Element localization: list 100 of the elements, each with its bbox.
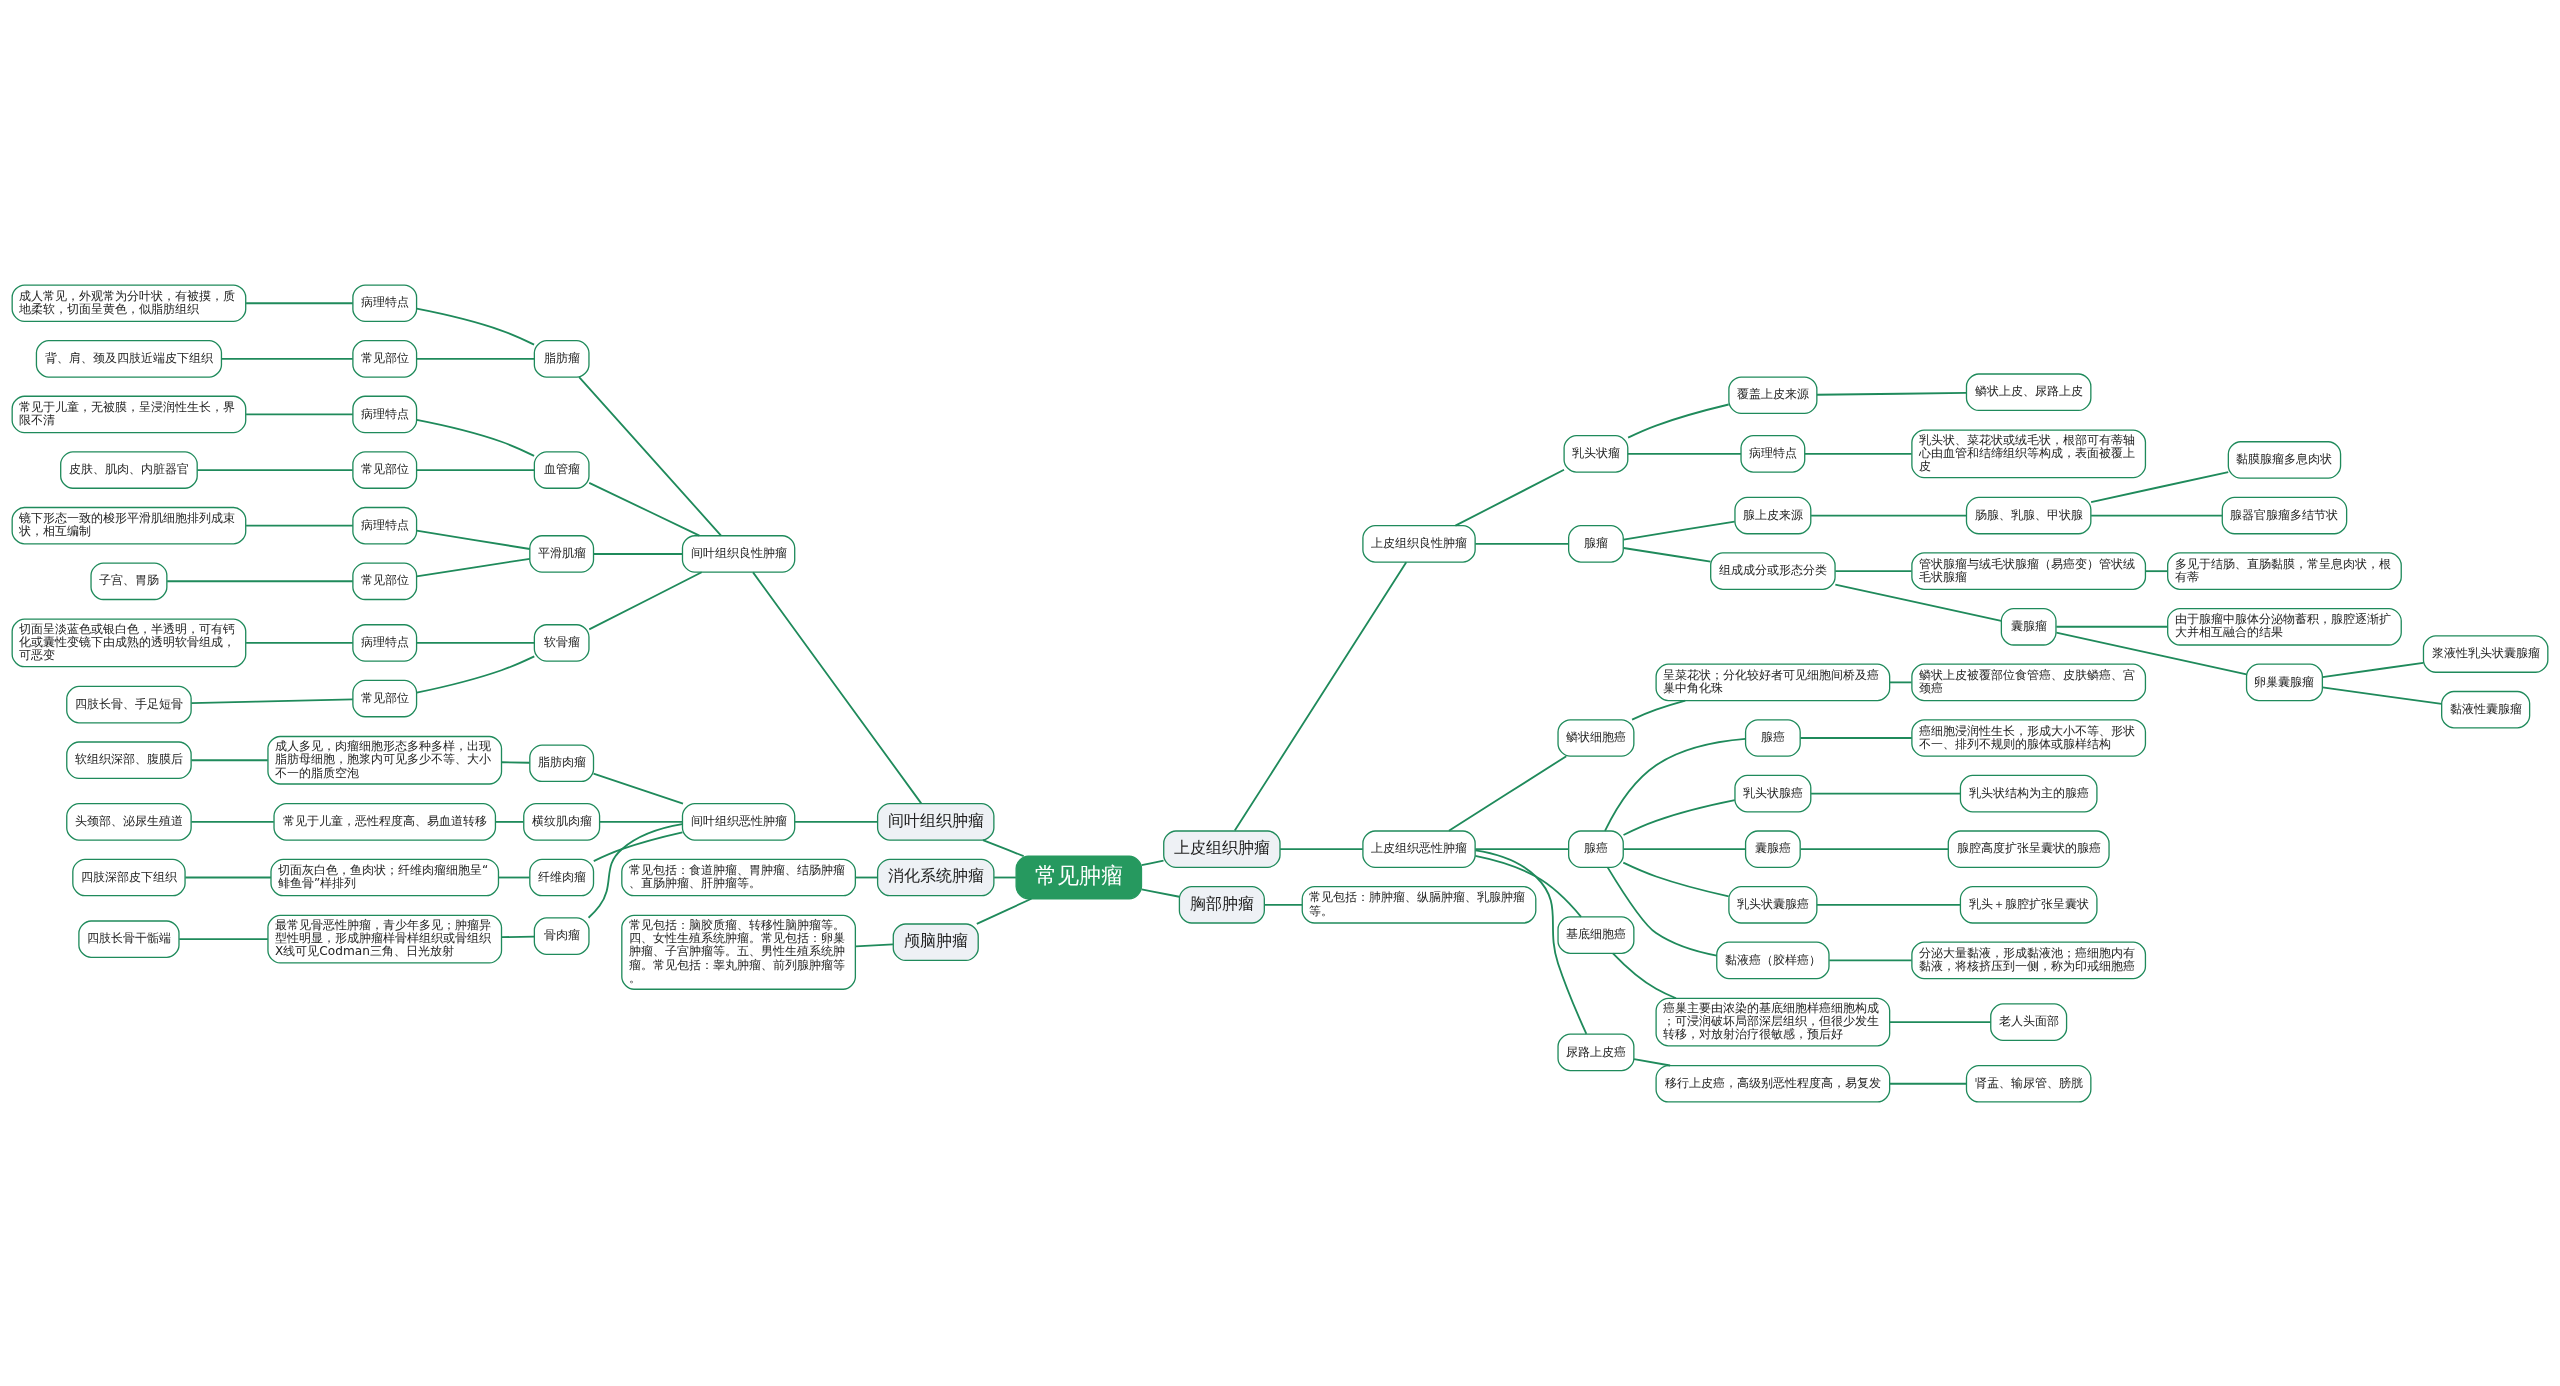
node-box: 纤维肉瘤 <box>529 858 595 896</box>
connector <box>190 697 354 704</box>
connector <box>793 820 879 823</box>
node-box: 间叶组织肿瘤 <box>876 802 995 841</box>
node-box: 间叶组织恶性肿瘤 <box>681 802 796 841</box>
connector <box>1810 792 1962 794</box>
connector <box>1140 888 1181 898</box>
node-box: 分泌大量黏液，形成黏液池；癌细胞内有黏液，将核挤压到一侧，称为印戒细胞癌 <box>1911 941 2147 979</box>
connector <box>497 876 531 878</box>
node-box: 常见于儿童，无被膜，呈浸润性生长，界限不清 <box>11 395 247 433</box>
node-box: 腺瘤 <box>1568 524 1624 563</box>
connector <box>1889 680 1913 683</box>
node-box: 管状腺瘤与绒毛状腺瘤（易癌变）管状绒毛状腺瘤 <box>1911 551 2147 590</box>
connector <box>578 375 722 536</box>
connector <box>1448 754 1568 832</box>
node-box: 镜下形态一致的梭形平滑肌细胞排列成束状，相互编制 <box>11 506 247 545</box>
node-box: 切面呈淡蓝色或银白色，半透明，可有钙化或囊性变镜下由成熟的透明软骨组成，可恶变 <box>11 618 247 667</box>
connector <box>1828 959 1913 961</box>
node-box: 成人多见，肉瘤细胞形态多种多样，出现脂肪母细胞，胞浆内可见多少不等、大小不一的脂质空泡 <box>267 735 503 785</box>
node-box: 乳头状瘤 <box>1563 434 1629 473</box>
connector <box>190 758 269 761</box>
node-box: 移行上皮癌，高级别恶性程度高，易复发 <box>1655 1064 1891 1103</box>
connector <box>1474 854 1582 918</box>
node-box: 基底细胞癌 <box>1557 915 1635 954</box>
connector <box>1889 1082 1968 1085</box>
node-box: 软骨瘤 <box>533 623 590 662</box>
connector <box>1606 866 1718 957</box>
connector <box>1626 452 1742 455</box>
node-box: 切面灰白色，鱼肉状；纤维肉瘤细胞呈“鲱鱼骨”样排列 <box>270 858 500 896</box>
node-box: 横纹肌肉瘤 <box>523 802 601 841</box>
connector <box>501 760 531 764</box>
connector <box>1612 951 1677 999</box>
node-box: 呈菜花状；分化较好者可见细胞间桥及癌巢中角化珠 <box>1655 663 1891 701</box>
connector <box>2090 470 2230 503</box>
node-box: 常见包括：肺肿瘤、纵膈肿瘤、乳腺肿瘤等。 <box>1301 885 1537 924</box>
node-box: 腺癌 <box>1744 718 1801 757</box>
connector <box>1799 736 1913 739</box>
node-box: 囊腺癌 <box>1744 829 1801 868</box>
node-box: 病理特点 <box>352 623 418 662</box>
connector <box>854 942 894 947</box>
connector <box>1834 569 1913 572</box>
connector <box>220 357 354 360</box>
node-box: 病理特点 <box>352 395 418 433</box>
connector <box>1233 560 1408 831</box>
node-box: 皮肤、肌肉、内脏器官 <box>60 450 198 489</box>
node-box: 骨肉瘤 <box>533 916 590 955</box>
node-box: 血管瘤 <box>533 450 590 489</box>
connector <box>1140 859 1165 866</box>
node-box: 乳头状、菜花状或绒毛状，根部可有蒂轴心由血管和结缔组织等构成，表面被覆上皮 <box>1911 428 2147 478</box>
connector <box>588 570 703 630</box>
connector <box>588 481 701 537</box>
node-box: 常见部位 <box>352 561 418 600</box>
node-box: 肾盂、输尿管、膀胱 <box>1965 1064 2092 1103</box>
connector <box>1834 583 2003 622</box>
node-box: 平滑肌瘤 <box>529 534 595 573</box>
connector <box>2055 625 2169 628</box>
connector <box>415 655 536 694</box>
node-box: 黏液癌（胶样癌） <box>1716 941 1830 979</box>
node-box: 头颈部、泌尿生殖道 <box>66 802 192 841</box>
connector <box>190 820 275 823</box>
connector <box>501 935 535 938</box>
connector <box>752 571 923 804</box>
connector <box>1263 903 1304 906</box>
node-box: 上皮组织恶性肿瘤 <box>1362 829 1476 868</box>
node-box: 腺腔高度扩张呈囊状的腺癌 <box>1947 829 2110 868</box>
node-box: 尿路上皮癌 <box>1557 1033 1635 1071</box>
node-box: 上皮组织肿瘤 <box>1163 829 1281 868</box>
connector <box>1633 1057 1671 1066</box>
connector <box>245 413 354 415</box>
connector <box>415 307 535 346</box>
connector <box>415 357 535 360</box>
node-box: 乳头状腺癌 <box>1734 774 1812 812</box>
connector <box>1799 847 1950 850</box>
node-box: 软组织深部、腹膜后 <box>66 740 192 779</box>
connector <box>178 937 269 940</box>
connector <box>415 529 531 550</box>
node-box: 上皮组织良性肿瘤 <box>1362 524 1476 563</box>
connector <box>245 641 354 644</box>
connector <box>1279 847 1364 850</box>
node-box: 肠腺、乳腺、甲状腺 <box>1965 496 2092 534</box>
connector <box>1622 847 1747 850</box>
node-box: 浆液性乳头状囊腺瘤 <box>2422 634 2549 673</box>
connector <box>2321 661 2425 678</box>
node-box: 乳头＋腺腔扩张呈囊状 <box>1959 885 2098 924</box>
node-box: 最常见骨恶性肿瘤，青少年多见；肿瘤异型性明显，形成肿瘤样骨样组织或骨组织X线可见Codman三角、日光放射 <box>267 914 503 964</box>
connector <box>245 301 354 304</box>
node-box: 背、肩、颈及四肢近端皮下组织 <box>35 339 223 378</box>
connector <box>2090 514 2224 516</box>
node-box: 常见部位 <box>352 339 418 378</box>
node-box: 四肢长骨干骺端 <box>78 919 180 958</box>
connector <box>1454 468 1565 527</box>
connector <box>854 876 879 878</box>
node-box: 病理特点 <box>352 283 418 322</box>
connector <box>184 876 272 878</box>
connector <box>1622 798 1736 836</box>
node-box: 癌细胞浸润性生长，形成大小不等、形状不一、排列不规则的腺体或腺样结构 <box>1911 718 2147 757</box>
connector <box>1474 848 1588 1035</box>
connector <box>592 552 684 555</box>
connector <box>1604 737 1747 832</box>
node-box: 常见包括：脑胶质瘤、转移性脑肿瘤等。四、女性生殖系统肿瘤。常见包括：卵巢肿瘤、子宫肿瘤等。五、男性生殖系统肿瘤。常见包括：睾丸肿瘤、前列腺肿瘤等。 <box>621 914 857 990</box>
